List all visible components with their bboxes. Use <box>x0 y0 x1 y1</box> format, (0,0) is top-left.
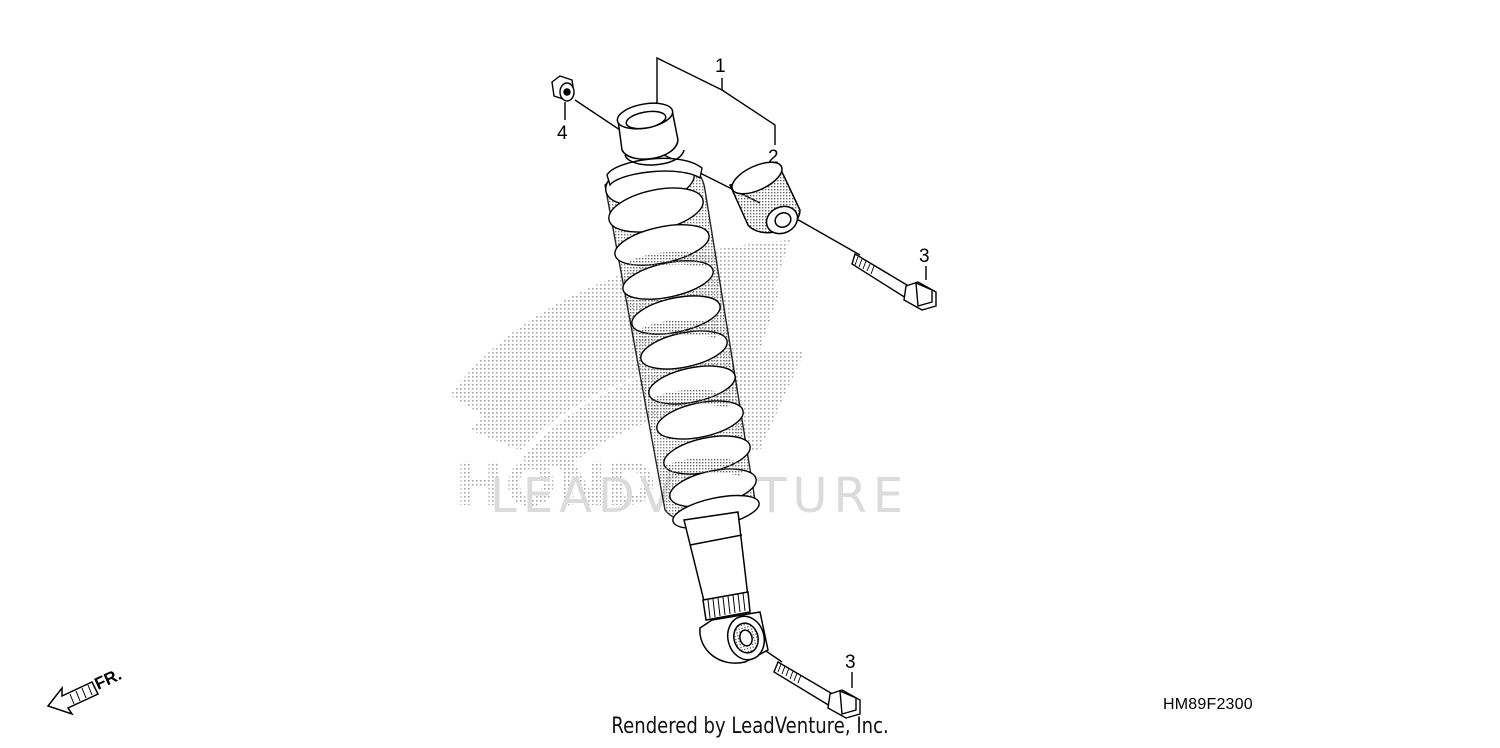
front-direction-label: FR. <box>92 665 125 694</box>
footer-credit-text: Rendered by LeadVenture, Inc. <box>611 714 889 739</box>
front-direction-arrow: FR. <box>46 665 125 716</box>
bolt-upper <box>851 252 937 311</box>
footer-credit: Rendered by LeadVenture, Inc. <box>0 714 1500 739</box>
bolt-lower <box>773 660 861 719</box>
flange-nut <box>551 75 575 102</box>
callout-3-upper: 3 <box>919 246 930 267</box>
callout-1: 1 <box>715 56 726 77</box>
rubber-bushing <box>728 161 801 235</box>
callout-2: 2 <box>768 147 779 168</box>
callout-3-lower: 3 <box>845 652 856 673</box>
diagram-code: HM89F2300 <box>1163 696 1253 713</box>
shock-spring <box>604 157 760 530</box>
shock-top-mount <box>616 102 685 166</box>
shock-damper-body <box>683 511 769 664</box>
callout-4: 4 <box>557 123 568 144</box>
callout-labels: 1 2 3 3 4 <box>557 56 930 673</box>
